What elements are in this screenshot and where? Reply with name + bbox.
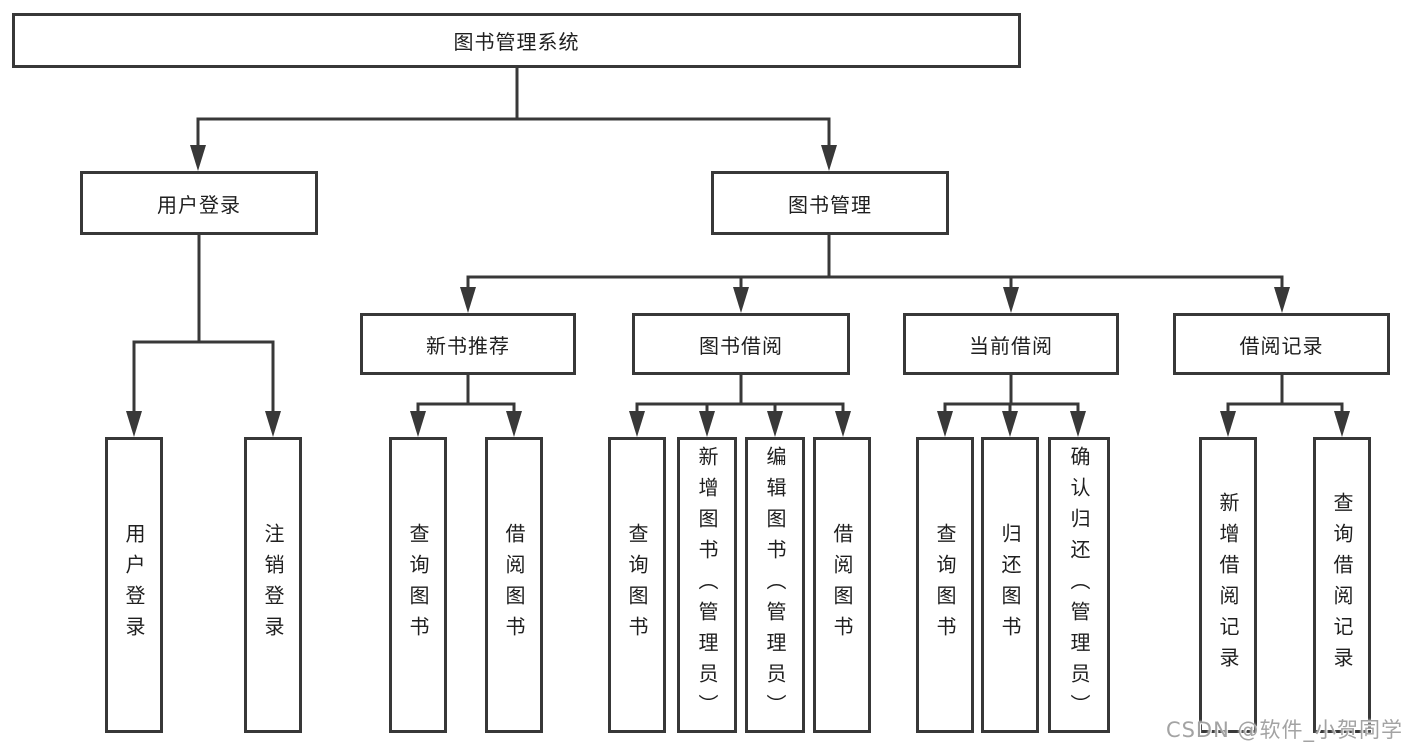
node-user-login-label: 用户登录 bbox=[157, 192, 241, 217]
node-book-management-label: 图书管理 bbox=[788, 192, 872, 217]
node-root-system: 图书管理系统 bbox=[12, 13, 1021, 68]
node-book-borrow: 图书借阅 bbox=[632, 313, 850, 375]
node-root-system-label: 图书管理系统 bbox=[453, 30, 580, 54]
leaf-recommend-borrow-books: 借阅图书 bbox=[485, 437, 543, 733]
connector-current-borrow-children bbox=[937, 373, 1086, 437]
connector-book-borrow-children bbox=[629, 373, 851, 437]
leaf-borrow-books: 借阅图书 bbox=[813, 437, 871, 733]
connector-root-to-level2 bbox=[190, 66, 837, 171]
leaf-borrow-books-label: 借阅图书 bbox=[830, 523, 854, 647]
leaf-query-borrow-record-label: 查询借阅记录 bbox=[1330, 492, 1354, 678]
leaf-confirm-return-admin: 确认归还（管理员） bbox=[1048, 437, 1110, 733]
leaf-add-borrow-record-label: 新增借阅记录 bbox=[1216, 492, 1240, 678]
leaf-logout-label: 注销登录 bbox=[261, 523, 285, 647]
leaf-add-books-admin-label: 新增图书（管理员） bbox=[695, 446, 719, 725]
leaf-add-books-admin: 新增图书（管理员） bbox=[677, 437, 737, 733]
leaf-current-query-books-label: 查询图书 bbox=[933, 523, 957, 647]
leaf-current-query-books: 查询图书 bbox=[916, 437, 974, 733]
leaf-confirm-return-admin-label: 确认归还（管理员） bbox=[1067, 446, 1091, 725]
node-book-management: 图书管理 bbox=[711, 171, 949, 235]
leaf-return-books: 归还图书 bbox=[981, 437, 1039, 733]
leaf-recommend-query-books-label: 查询图书 bbox=[406, 523, 430, 647]
leaf-edit-books-admin: 编辑图书（管理员） bbox=[745, 437, 805, 733]
node-new-book-recommend-label: 新书推荐 bbox=[426, 333, 510, 358]
node-user-login: 用户登录 bbox=[80, 171, 318, 235]
leaf-borrow-query-books-label: 查询图书 bbox=[625, 523, 649, 647]
leaf-return-books-label: 归还图书 bbox=[998, 523, 1022, 647]
leaf-user-login-label: 用户登录 bbox=[122, 523, 146, 647]
leaf-logout: 注销登录 bbox=[244, 437, 302, 733]
leaf-query-borrow-record: 查询借阅记录 bbox=[1313, 437, 1371, 733]
connector-new-book-recommend-children bbox=[410, 373, 522, 437]
leaf-borrow-query-books: 查询图书 bbox=[608, 437, 666, 733]
leaf-user-login: 用户登录 bbox=[105, 437, 163, 733]
node-current-borrow-label: 当前借阅 bbox=[969, 333, 1053, 358]
node-current-borrow: 当前借阅 bbox=[903, 313, 1119, 375]
node-new-book-recommend: 新书推荐 bbox=[360, 313, 576, 375]
leaf-recommend-query-books: 查询图书 bbox=[389, 437, 447, 733]
csdn-watermark: CSDN @软件_小贺同学 bbox=[1165, 718, 1403, 742]
node-borrow-records: 借阅记录 bbox=[1173, 313, 1390, 375]
leaf-add-borrow-record: 新增借阅记录 bbox=[1199, 437, 1257, 733]
connector-user-login-children bbox=[126, 233, 281, 437]
leaf-recommend-borrow-books-label: 借阅图书 bbox=[502, 523, 526, 647]
connector-book-management-children bbox=[460, 233, 1290, 313]
connector-borrow-records-children bbox=[1220, 373, 1350, 437]
leaf-edit-books-admin-label: 编辑图书（管理员） bbox=[763, 446, 787, 725]
node-borrow-records-label: 借阅记录 bbox=[1239, 333, 1324, 358]
node-book-borrow-label: 图书借阅 bbox=[699, 333, 783, 358]
